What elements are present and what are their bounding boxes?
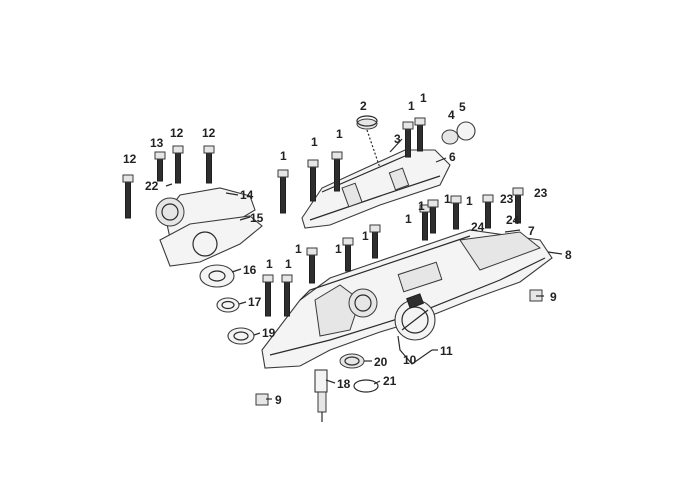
oil-filler-cap [394, 293, 436, 341]
callout-1: 1 [285, 257, 292, 271]
callout-24: 24 [506, 213, 520, 227]
bolt-head [122, 174, 134, 183]
callout-1: 1 [311, 135, 318, 149]
bolt-shank [453, 202, 459, 230]
callout-21: 21 [383, 374, 397, 388]
callout-1: 1 [466, 194, 473, 208]
callout-23: 23 [534, 186, 548, 200]
callout-labels: 2 1 1 5 4 3 6 1 1 1 12 13 12 12 22 14 15… [123, 91, 572, 407]
callout-18: 18 [337, 377, 351, 391]
bolt-head [306, 247, 318, 256]
plug-with-washer [441, 121, 476, 145]
bolt-shank [430, 206, 436, 234]
bolt-head [331, 151, 343, 160]
bolt-head [482, 194, 494, 203]
bolt-shank [280, 176, 286, 214]
callout-1: 1 [362, 229, 369, 243]
bolt-shank [417, 124, 423, 152]
callout-12: 12 [123, 152, 137, 166]
bolt-shank [405, 128, 411, 158]
bolts [122, 117, 524, 317]
callout-1: 1 [295, 242, 302, 256]
callout-1: 1 [408, 99, 415, 113]
bolt-head [172, 145, 184, 154]
bolt-shank [309, 254, 315, 284]
bolt-head [369, 224, 381, 233]
callout-8: 8 [565, 248, 572, 262]
bolt-shank [206, 152, 212, 184]
callout-7: 7 [528, 224, 535, 238]
leader-lines [165, 138, 563, 400]
bolt-head [342, 237, 354, 246]
bolt-shank [265, 281, 271, 317]
bolt-head [414, 117, 426, 126]
bolt-shank [334, 158, 340, 192]
bolt-head [450, 195, 462, 204]
callout-4: 4 [448, 108, 455, 122]
callout-9: 9 [550, 290, 557, 304]
oil-seal-17 [216, 297, 240, 313]
callout-16: 16 [243, 263, 257, 277]
bolt-shank [175, 152, 181, 184]
callout-20: 20 [374, 355, 388, 369]
bolt-shank [157, 158, 163, 182]
callout-15: 15 [250, 211, 264, 225]
bolt-head [402, 121, 414, 130]
breather-cap [356, 115, 381, 169]
callout-22: 22 [145, 179, 159, 193]
bolt-head [307, 159, 319, 168]
bolt-shank [372, 231, 378, 259]
callout-1: 1 [266, 257, 273, 271]
callout-12: 12 [170, 126, 184, 140]
callout-24: 24 [471, 220, 485, 234]
bolt-head [203, 145, 215, 154]
clip-21 [353, 379, 379, 393]
callout-12: 12 [202, 126, 216, 140]
sensor-18 [314, 369, 328, 422]
callout-3: 3 [394, 132, 401, 146]
bolt-shank [284, 281, 290, 317]
bearing-19 [227, 327, 255, 345]
callout-1: 1 [420, 91, 427, 105]
callout-5: 5 [459, 100, 466, 114]
bolt-shank [485, 201, 491, 229]
callout-1: 1 [444, 192, 451, 206]
bolt-shank [345, 244, 351, 272]
bolt-shank [125, 181, 131, 219]
callout-14: 14 [240, 188, 254, 202]
callout-11: 11 [440, 344, 453, 358]
bolt-shank [310, 166, 316, 202]
callout-9: 9 [275, 393, 282, 407]
callout-17: 17 [248, 295, 262, 309]
bolt-head [277, 169, 289, 178]
callout-23: 23 [500, 192, 514, 206]
pump-housing [155, 187, 263, 267]
bolt-head [427, 199, 439, 208]
bolt-head [262, 274, 274, 283]
bolt-head [154, 151, 166, 160]
callout-10: 10 [403, 353, 417, 367]
upper-cam-cover [301, 149, 451, 229]
bolt-shank [422, 211, 428, 241]
callout-1: 1 [336, 127, 343, 141]
callout-1: 1 [405, 212, 412, 226]
callout-13: 13 [150, 136, 164, 150]
gear [199, 264, 235, 288]
o-ring-20 [339, 353, 365, 369]
callout-6: 6 [449, 150, 456, 164]
callout-2: 2 [360, 99, 367, 113]
bolt-head [281, 274, 293, 283]
callout-1: 1 [335, 242, 342, 256]
callout-1: 1 [280, 149, 287, 163]
callout-19: 19 [262, 326, 276, 340]
callout-1: 1 [418, 199, 425, 213]
bolt-head [512, 187, 524, 196]
